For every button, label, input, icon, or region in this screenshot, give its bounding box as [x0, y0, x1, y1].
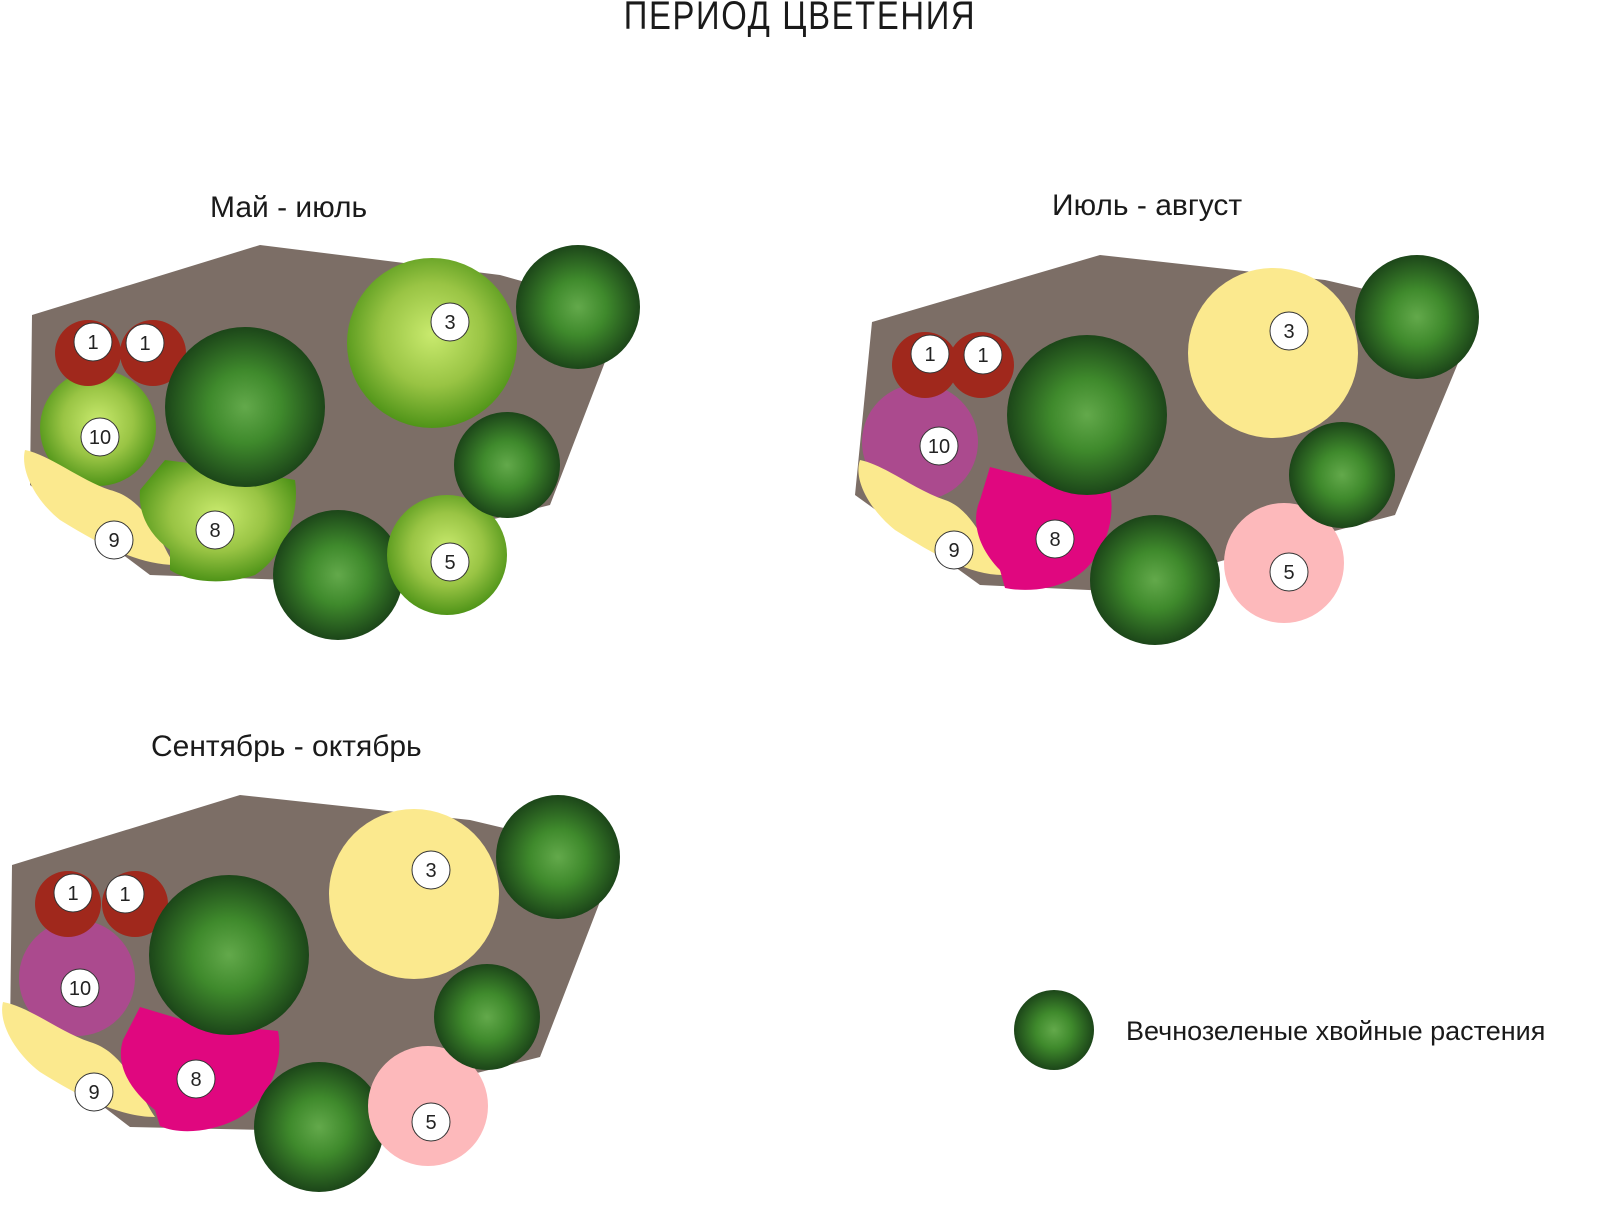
- label-1a: 1: [910, 334, 950, 374]
- plan-title-july-august: Июль - август: [1052, 189, 1243, 222]
- svg-text:8: 8: [209, 520, 220, 542]
- svg-text:1: 1: [924, 344, 935, 366]
- plant-3-shrub: [1188, 268, 1358, 438]
- label-8: 8: [195, 510, 235, 550]
- conifer-small-right: [454, 412, 560, 518]
- svg-text:1: 1: [119, 884, 130, 906]
- plant-9-groundcover: [24, 450, 175, 565]
- svg-text:5: 5: [444, 552, 455, 574]
- svg-text:1: 1: [87, 332, 98, 354]
- conifer-bottom: [254, 1062, 384, 1192]
- conifer-small-right: [1289, 422, 1395, 528]
- svg-text:9: 9: [948, 540, 959, 562]
- svg-text:5: 5: [1283, 562, 1294, 584]
- svg-text:10: 10: [89, 427, 111, 449]
- svg-text:1: 1: [139, 333, 150, 355]
- label-1a: 1: [73, 322, 113, 362]
- svg-text:3: 3: [444, 312, 455, 334]
- svg-text:10: 10: [69, 978, 91, 1000]
- svg-text:8: 8: [190, 1069, 201, 1091]
- plan-may-july: 1 1 10 9 8 3 5: [24, 245, 640, 640]
- conifer-bottom: [273, 510, 403, 640]
- label-10: 10: [919, 426, 959, 466]
- svg-text:3: 3: [1283, 321, 1294, 343]
- label-1b: 1: [105, 874, 145, 914]
- label-3: 3: [411, 850, 451, 890]
- label-5: 5: [1269, 552, 1309, 592]
- svg-text:1: 1: [67, 883, 78, 905]
- label-1b: 1: [125, 323, 165, 363]
- conifer-small-right: [434, 964, 540, 1070]
- svg-text:9: 9: [108, 530, 119, 552]
- svg-text:3: 3: [425, 860, 436, 882]
- label-10: 10: [60, 968, 100, 1008]
- label-9: 9: [74, 1072, 114, 1112]
- label-5: 5: [411, 1102, 451, 1142]
- svg-text:1: 1: [977, 345, 988, 367]
- svg-text:9: 9: [88, 1082, 99, 1104]
- label-3: 3: [1269, 311, 1309, 351]
- conifer-large: [165, 327, 325, 487]
- svg-text:8: 8: [1049, 529, 1060, 551]
- legend-label: Вечнозеленые хвойные растения: [1126, 1016, 1546, 1046]
- legend-conifer-swatch: [1014, 990, 1094, 1070]
- page-title: ПЕРИОД ЦВЕТЕНИЯ: [623, 0, 977, 38]
- label-9: 9: [94, 520, 134, 560]
- svg-text:10: 10: [928, 436, 950, 458]
- label-9: 9: [934, 530, 974, 570]
- label-8: 8: [1035, 519, 1075, 559]
- conifer-bottom: [1090, 515, 1220, 645]
- conifer-large: [149, 875, 309, 1035]
- svg-text:5: 5: [425, 1112, 436, 1134]
- plan-september-october: 1 1 10 9 8 3 5: [2, 795, 620, 1192]
- plant-3-shrub: [347, 258, 517, 428]
- label-5: 5: [430, 542, 470, 582]
- label-3: 3: [430, 302, 470, 342]
- label-8: 8: [176, 1059, 216, 1099]
- plan-title-may-july: Май - июль: [210, 191, 368, 224]
- plant-3-shrub: [329, 809, 499, 979]
- label-1b: 1: [963, 335, 1003, 375]
- plan-july-august: 1 1 10 9 8 3 5: [855, 255, 1479, 645]
- plan-title-september-october: Сентябрь - октябрь: [151, 730, 422, 763]
- label-1a: 1: [53, 873, 93, 913]
- conifer-top-right: [516, 245, 640, 369]
- plant-9-groundcover: [2, 1002, 156, 1117]
- conifer-top-right: [1355, 255, 1479, 379]
- conifer-top-right: [496, 795, 620, 919]
- label-10: 10: [80, 417, 120, 457]
- conifer-circle-icon: [1014, 990, 1094, 1070]
- conifer-large: [1007, 335, 1167, 495]
